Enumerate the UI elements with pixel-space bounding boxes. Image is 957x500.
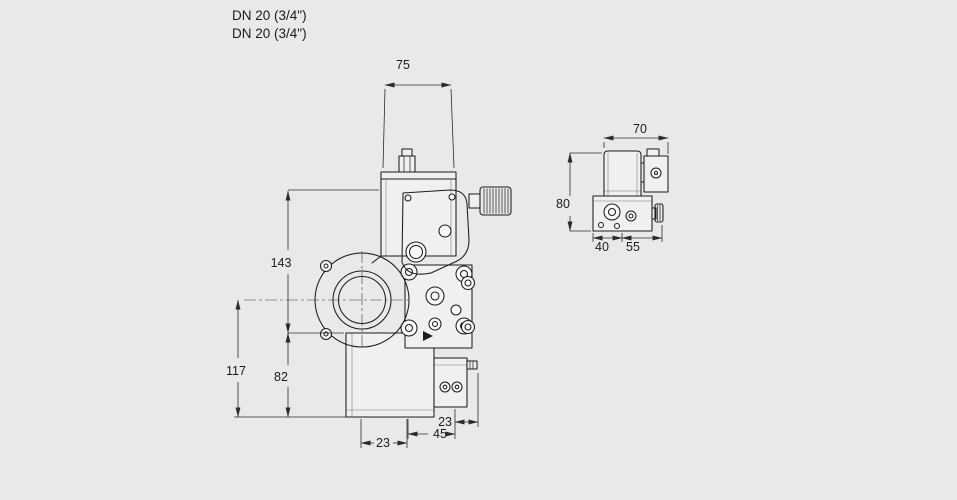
dim-label-55: 55 [626,240,640,254]
dim-label-70: 70 [633,122,647,136]
dim-label-23-left: 23 [376,436,390,450]
dimension-height-total: 117 [226,299,346,418]
dimensions-side: 70 80 40 55 [556,122,669,254]
dn-rating-line1: DN 20 (3/4") [232,8,307,23]
valve-body-right [400,263,476,349]
dim-label-82: 82 [274,370,288,384]
flow-direction-icon [423,331,433,341]
side-view [592,148,669,232]
side-stub [466,360,478,370]
dim-label-45: 45 [433,427,447,441]
dim-label-80: 80 [556,197,570,211]
dimension-side-bottom: 40 55 [592,225,663,254]
dimension-side-height: 80 [556,152,602,232]
dn-rating-labels: DN 20 (3/4") DN 20 (3/4") [232,7,307,43]
dim-label-143: 143 [271,256,292,270]
dim-label-117: 117 [226,364,246,378]
dimension-side-width: 70 [603,122,669,154]
dimension-bottom-right: 23 [438,373,479,429]
dim-label-23-right: 23 [438,415,452,429]
side-valve-body [592,195,653,232]
actuator-cap-knob [398,148,416,173]
dimension-bottom-left: 23 [360,419,408,450]
solenoid-coil [603,150,642,197]
dimension-bottom-center: 45 [407,409,456,441]
bonnet-plate [401,189,470,275]
dimension-height-upper: 143 [271,189,379,334]
dim-label-40: 40 [595,240,609,254]
bottom-attachment [433,357,478,408]
front-view [244,148,512,418]
dimension-height-body: 82 [274,332,291,418]
dim-label-75: 75 [396,58,410,72]
side-knurled-knob [651,203,664,223]
dimensions-front: 75 143 117 [226,58,479,450]
dn-rating-line2: DN 20 (3/4") [232,26,307,41]
pressure-tap-knob [468,186,512,216]
terminal-box [640,148,669,193]
dimension-width-top: 75 [382,58,455,169]
